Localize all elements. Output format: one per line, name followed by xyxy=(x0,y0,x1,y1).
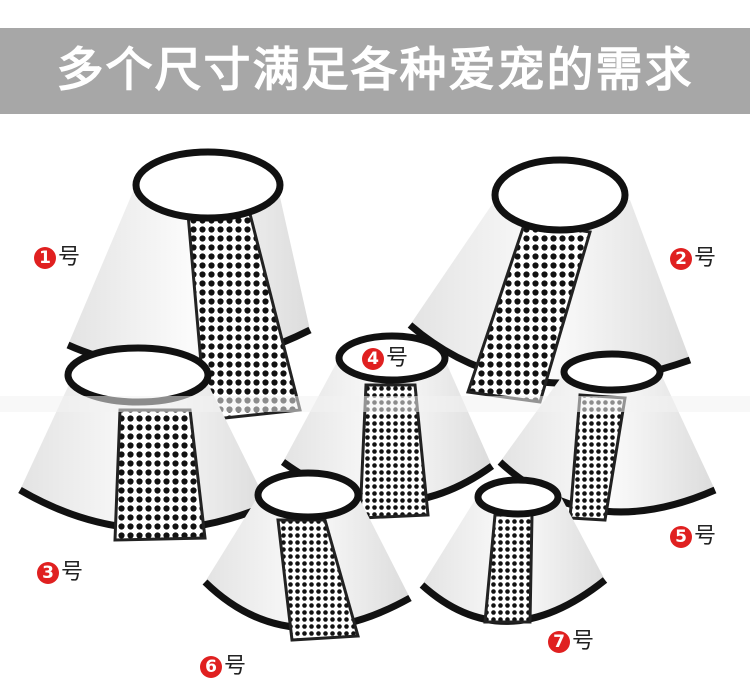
title-banner: 多个尺寸满足各种爱宠的需求 xyxy=(0,28,750,114)
size-suffix: 号 xyxy=(224,654,247,679)
size-label-3: 3 号 xyxy=(37,561,83,585)
size-label-4: 4 号 xyxy=(362,347,408,371)
watermark-strip xyxy=(0,396,750,412)
size-label-5: 5 号 xyxy=(670,525,716,549)
banner-title: 多个尺寸满足各种爱宠的需求 xyxy=(56,43,694,98)
size-suffix: 号 xyxy=(694,246,717,271)
size-label-2: 2 号 xyxy=(670,247,716,271)
collar-size-6 xyxy=(202,469,412,642)
size-badge: 3 xyxy=(37,562,59,584)
size-suffix: 号 xyxy=(694,524,717,549)
size-badge: 7 xyxy=(548,631,570,653)
size-label-7: 7 号 xyxy=(548,630,594,654)
size-badge: 5 xyxy=(670,526,692,548)
size-badge: 6 xyxy=(200,656,222,678)
collar-size-3 xyxy=(18,344,270,542)
size-label-1: 1 号 xyxy=(34,246,80,270)
collar-size-7 xyxy=(419,476,608,625)
collar-size-1 xyxy=(66,148,312,422)
size-badge: 4 xyxy=(362,348,384,370)
collar-size-4 xyxy=(280,332,495,520)
size-suffix: 号 xyxy=(386,346,409,371)
size-badge: 1 xyxy=(34,247,56,269)
size-suffix: 号 xyxy=(61,560,84,585)
size-suffix: 号 xyxy=(58,245,81,270)
size-suffix: 号 xyxy=(572,629,595,654)
size-label-6: 6 号 xyxy=(200,655,246,679)
size-badge: 2 xyxy=(670,248,692,270)
